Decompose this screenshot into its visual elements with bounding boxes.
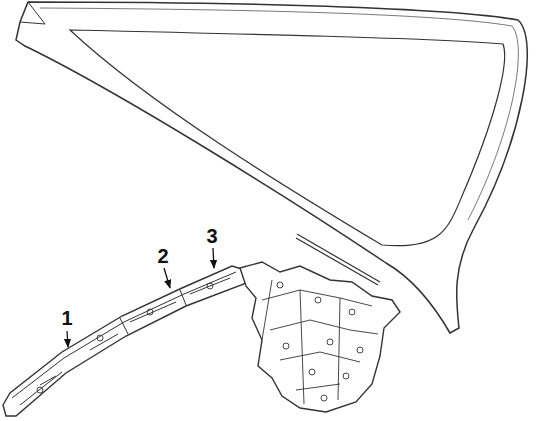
- leader-line: [213, 248, 214, 268]
- leader-line: [67, 331, 68, 347]
- linkage-arm-edge: [12, 272, 236, 398]
- hole: [327, 339, 333, 345]
- cover-inner-line: [70, 30, 505, 246]
- mechanism-holes: [37, 282, 363, 401]
- callout-number: 1: [61, 308, 72, 328]
- hole: [321, 395, 327, 401]
- hole: [97, 335, 103, 341]
- mechanism-detail: [262, 280, 378, 404]
- hole: [343, 373, 349, 379]
- leader-line: [164, 268, 170, 288]
- callout-number: 3: [206, 226, 217, 246]
- hole: [283, 343, 289, 349]
- hole: [349, 309, 355, 315]
- cover-notch: [20, 2, 45, 24]
- callout-number: 2: [157, 246, 168, 266]
- hole: [315, 297, 321, 303]
- hole: [147, 309, 153, 315]
- hole: [37, 387, 43, 393]
- mechanism-bracket: [240, 262, 400, 412]
- hole: [207, 283, 213, 289]
- cover-edge-line: [40, 8, 518, 220]
- hole: [309, 369, 315, 375]
- hole: [277, 282, 283, 288]
- linkage-arm: [3, 266, 252, 416]
- hole: [357, 347, 363, 353]
- linkage-arm-detail: [20, 278, 230, 405]
